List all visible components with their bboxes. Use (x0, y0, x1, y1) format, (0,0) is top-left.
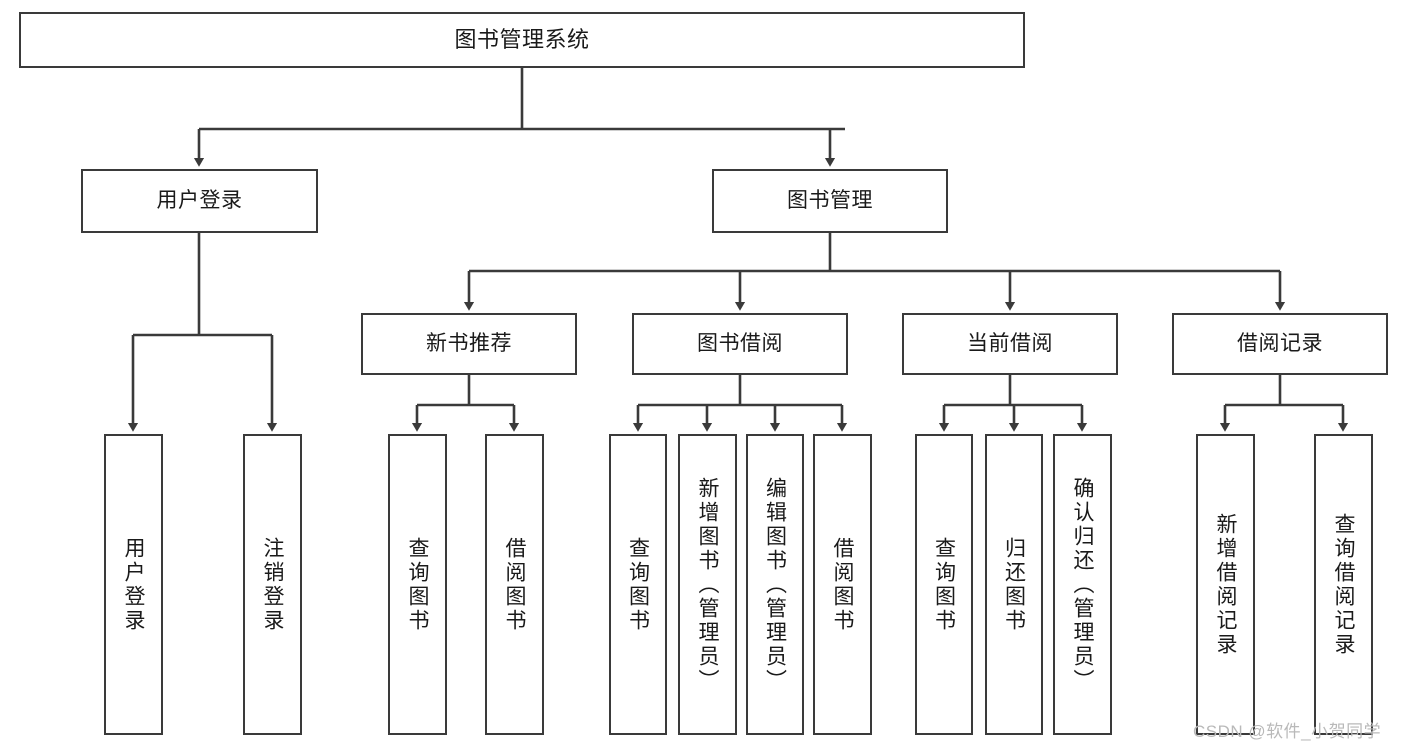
node-leaf-borrow-book-label: 借阅图书 (831, 536, 854, 633)
node-leaf-confirm-return-admin-label: 确认归还（管理员） (1071, 476, 1094, 693)
node-root-label: 图书管理系统 (454, 27, 590, 53)
node-borrow-records-label: 借阅记录 (1237, 331, 1323, 355)
node-leaf-query-book-borrow-label: 查询图书 (626, 536, 650, 633)
node-book-borrow[interactable]: 图书借阅 (632, 313, 848, 375)
node-book-borrow-label: 图书借阅 (697, 331, 783, 355)
node-leaf-query-borrow-record[interactable]: 查询借阅记录 (1314, 434, 1373, 735)
node-leaf-borrow-book-recommend-label: 借阅图书 (503, 536, 526, 633)
node-leaf-borrow-book[interactable]: 借阅图书 (813, 434, 872, 735)
node-new-book-recommend-label: 新书推荐 (426, 331, 512, 355)
node-leaf-return-book-label: 归还图书 (1002, 536, 1026, 633)
node-leaf-user-login-label: 用户登录 (122, 536, 145, 633)
node-leaf-query-book-recommend[interactable]: 查询图书 (388, 434, 447, 735)
node-leaf-logout-login-label: 注销登录 (261, 536, 284, 633)
node-book-management[interactable]: 图书管理 (712, 169, 948, 233)
node-leaf-query-borrow-record-label: 查询借阅记录 (1332, 512, 1355, 657)
node-leaf-add-borrow-record-label: 新增借阅记录 (1214, 512, 1237, 657)
node-user-login[interactable]: 用户登录 (81, 169, 318, 233)
node-root[interactable]: 图书管理系统 (19, 12, 1025, 68)
node-book-management-label: 图书管理 (787, 188, 873, 212)
node-leaf-edit-book-admin-label: 编辑图书（管理员） (763, 476, 787, 693)
node-current-borrow-label: 当前借阅 (967, 331, 1053, 355)
node-user-login-label: 用户登录 (156, 188, 243, 212)
node-leaf-borrow-book-recommend[interactable]: 借阅图书 (485, 434, 544, 735)
node-leaf-edit-book-admin[interactable]: 编辑图书（管理员） (746, 434, 804, 735)
node-leaf-add-book-admin-label: 新增图书（管理员） (696, 476, 719, 693)
node-leaf-add-borrow-record[interactable]: 新增借阅记录 (1196, 434, 1255, 735)
node-leaf-return-book[interactable]: 归还图书 (985, 434, 1043, 735)
node-borrow-records[interactable]: 借阅记录 (1172, 313, 1388, 375)
watermark: CSDN @软件_小贺同学 (1193, 722, 1382, 741)
node-leaf-query-book-borrow[interactable]: 查询图书 (609, 434, 667, 735)
node-leaf-query-book-current[interactable]: 查询图书 (915, 434, 973, 735)
node-leaf-add-book-admin[interactable]: 新增图书（管理员） (678, 434, 737, 735)
node-leaf-query-book-recommend-label: 查询图书 (406, 536, 429, 633)
node-leaf-query-book-current-label: 查询图书 (932, 536, 956, 633)
node-leaf-confirm-return-admin[interactable]: 确认归还（管理员） (1053, 434, 1112, 735)
node-current-borrow[interactable]: 当前借阅 (902, 313, 1118, 375)
node-new-book-recommend[interactable]: 新书推荐 (361, 313, 577, 375)
node-leaf-user-login[interactable]: 用户登录 (104, 434, 163, 735)
node-leaf-logout-login[interactable]: 注销登录 (243, 434, 302, 735)
